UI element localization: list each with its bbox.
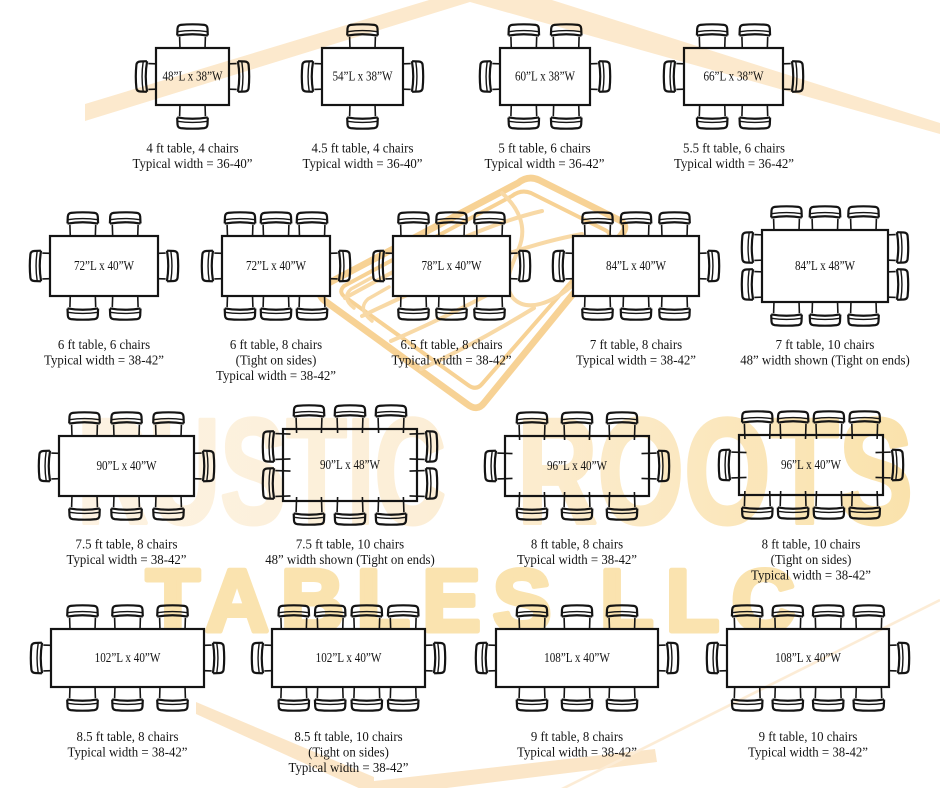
svg-text:ROOTS: ROOTS (517, 387, 913, 555)
svg-text:72”L x 40”W: 72”L x 40”W (246, 258, 306, 273)
svg-text:72”L x 40”W: 72”L x 40”W (74, 258, 134, 273)
svg-text:7 ft table, 8 chairs: 7 ft table, 8 chairs (590, 337, 682, 352)
svg-text:Typical width = 36-40”: Typical width = 36-40” (133, 156, 253, 171)
svg-text:(Tight on sides): (Tight on sides) (308, 744, 389, 760)
svg-text:8.5 ft table, 8 chairs: 8.5 ft table, 8 chairs (77, 729, 179, 744)
svg-text:Typical width = 38-42”: Typical width = 38-42” (576, 352, 696, 367)
svg-text:TABLES LLC: TABLES LLC (146, 551, 795, 650)
svg-text:48” width shown (Tight on ends: 48” width shown (Tight on ends) (265, 552, 435, 568)
svg-text:Typical width = 36-42”: Typical width = 36-42” (674, 156, 794, 171)
svg-text:7 ft table, 10 chairs: 7 ft table, 10 chairs (776, 337, 875, 352)
svg-text:5 ft table, 6 chairs: 5 ft table, 6 chairs (498, 141, 590, 156)
svg-text:Typical width = 38-42”: Typical width = 38-42” (751, 567, 871, 582)
svg-text:(Tight on sides): (Tight on sides) (771, 552, 852, 568)
svg-text:8 ft table, 8 chairs: 8 ft table, 8 chairs (531, 537, 623, 552)
svg-text:48” width shown (Tight on ends: 48” width shown (Tight on ends) (740, 352, 910, 368)
svg-text:102”L x 40”W: 102”L x 40”W (316, 650, 382, 665)
svg-text:Typical width = 38-42”: Typical width = 38-42” (67, 552, 187, 567)
svg-text:9 ft table, 10 chairs: 9 ft table, 10 chairs (759, 729, 858, 744)
svg-text:7.5 ft table, 8 chairs: 7.5 ft table, 8 chairs (76, 537, 178, 552)
svg-text:96”L x 40”W: 96”L x 40”W (547, 458, 607, 473)
svg-text:Typical width = 38-42”: Typical width = 38-42” (68, 744, 188, 759)
svg-text:90”L x 48”W: 90”L x 48”W (320, 457, 380, 472)
svg-text:108”L x 40”W: 108”L x 40”W (544, 650, 610, 665)
svg-text:84”L x 48”W: 84”L x 48”W (795, 258, 855, 273)
svg-text:Typical width = 38-42”: Typical width = 38-42” (44, 352, 164, 367)
svg-text:60”L x 38”W: 60”L x 38”W (515, 69, 575, 84)
svg-text:6.5 ft table, 8 chairs: 6.5 ft table, 8 chairs (401, 337, 503, 352)
svg-text:Typical width = 36-42”: Typical width = 36-42” (485, 156, 605, 171)
svg-text:96”L x 40”W: 96”L x 40”W (781, 457, 841, 472)
svg-text:5.5 ft table, 6 chairs: 5.5 ft table, 6 chairs (683, 141, 785, 156)
svg-text:Typical width = 38-42”: Typical width = 38-42” (517, 552, 637, 567)
svg-text:9 ft table, 8 chairs: 9 ft table, 8 chairs (531, 729, 623, 744)
svg-text:102”L x 40”W: 102”L x 40”W (95, 650, 161, 665)
svg-text:78”L x 40”W: 78”L x 40”W (421, 258, 481, 273)
svg-text:Typical width = 38-42”: Typical width = 38-42” (392, 352, 512, 367)
svg-text:6 ft table, 8 chairs: 6 ft table, 8 chairs (230, 337, 322, 352)
svg-text:84”L x 40”W: 84”L x 40”W (606, 258, 666, 273)
svg-text:4 ft table, 4 chairs: 4 ft table, 4 chairs (146, 141, 238, 156)
svg-text:8.5 ft table, 10 chairs: 8.5 ft table, 10 chairs (294, 729, 402, 744)
svg-text:7.5 ft table, 10 chairs: 7.5 ft table, 10 chairs (296, 537, 404, 552)
svg-text:90”L x 40”W: 90”L x 40”W (96, 458, 156, 473)
svg-text:Typical width = 38-42”: Typical width = 38-42” (216, 368, 336, 383)
svg-text:108”L x 40”W: 108”L x 40”W (775, 650, 841, 665)
svg-text:8 ft table, 10 chairs: 8 ft table, 10 chairs (762, 537, 861, 552)
svg-text:6 ft table, 6 chairs: 6 ft table, 6 chairs (58, 337, 150, 352)
svg-text:Typical width = 36-40”: Typical width = 36-40” (303, 156, 423, 171)
svg-text:4.5 ft table, 4 chairs: 4.5 ft table, 4 chairs (312, 141, 414, 156)
svg-text:Typical width = 38-42”: Typical width = 38-42” (748, 744, 868, 759)
svg-text:(Tight on sides): (Tight on sides) (236, 352, 317, 368)
svg-text:54”L x 38”W: 54”L x 38”W (332, 69, 392, 84)
